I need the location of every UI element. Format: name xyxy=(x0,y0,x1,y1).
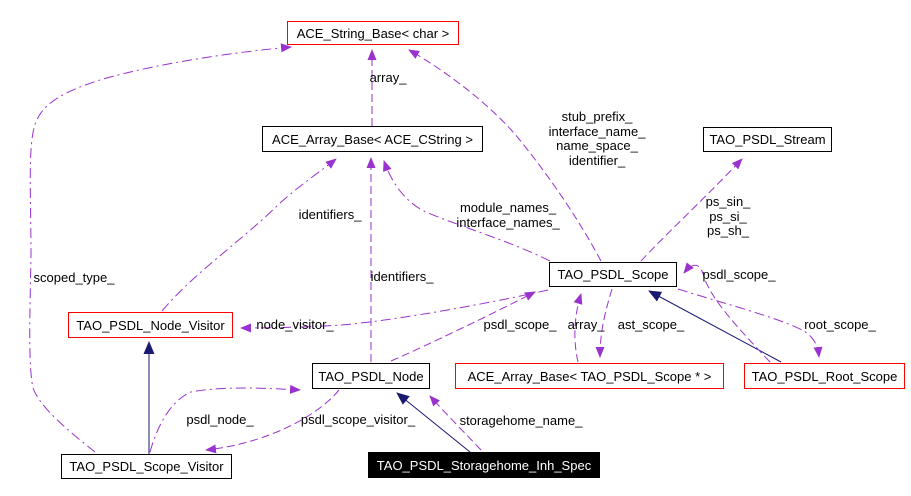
edge-label-psdl-scope-bottom: psdl_scope_ xyxy=(483,317,557,332)
edge-storagehome-name xyxy=(429,395,482,451)
edge-scoped-type xyxy=(29,43,292,453)
class-box-tao-psdl-scope-visitor[interactable]: TAO_PSDL_Scope_Visitor xyxy=(61,454,232,479)
edge-label-identifiers-center: identifiers_ xyxy=(370,269,434,284)
edge-ps-streams xyxy=(640,158,743,262)
edge-root-scope xyxy=(677,288,823,358)
edge-label-scoped-type: scoped_type_ xyxy=(33,270,115,285)
class-box-ace-string-base[interactable]: ACE_String_Base< char > xyxy=(287,21,459,45)
edge-label-psdl-scope-visitor: psdl_scope_visitor_ xyxy=(300,412,416,427)
edge-label-root-scope: root_scope_ xyxy=(804,317,876,332)
edge-label-identifiers-left: identifiers_ xyxy=(298,207,362,222)
edge-label-node-visitor: node_visitor_ xyxy=(256,317,334,332)
edge-psdl-scope-bottom xyxy=(390,291,536,362)
edge-psdl-scope-right xyxy=(683,262,771,363)
edge-label-ast-scope: ast_scope_ xyxy=(617,317,685,332)
class-box-tao-psdl-stream[interactable]: TAO_PSDL_Stream xyxy=(703,127,832,152)
edge-identifiers-left xyxy=(161,158,337,312)
class-box-ace-array-base-cstring[interactable]: ACE_Array_Base< ACE_CString > xyxy=(262,126,483,152)
edge-label-array-scope: array_ xyxy=(567,317,605,332)
class-box-ace-array-base-scope[interactable]: ACE_Array_Base< TAO_PSDL_Scope * > xyxy=(455,363,724,389)
edge-label-module-interface-names: module_names_ interface_names_ xyxy=(456,200,560,230)
edge-psdl-node xyxy=(149,384,301,453)
edge-array-scope xyxy=(573,293,583,363)
edge-label-ps-streams: ps_sin_ ps_si_ ps_sh_ xyxy=(705,194,751,238)
edge-label-psdl-scope-right: psdl_scope_ xyxy=(702,267,776,282)
edge-scope-string-members xyxy=(408,49,602,262)
edge-label-storagehome-name: storagehome_name_ xyxy=(459,413,583,428)
edge-node-visitor xyxy=(240,289,549,333)
class-box-tao-psdl-node-visitor[interactable]: TAO_PSDL_Node_Visitor xyxy=(68,312,233,338)
class-box-tao-psdl-root-scope[interactable]: TAO_PSDL_Root_Scope xyxy=(744,363,905,389)
edge-inherit-storagehome-to-node xyxy=(396,392,471,453)
edge-ast-scope xyxy=(595,288,613,358)
edge-label-array: array_ xyxy=(369,70,407,85)
class-box-tao-psdl-scope[interactable]: TAO_PSDL_Scope xyxy=(549,262,677,287)
class-box-tao-psdl-storagehome-inh-spec: TAO_PSDL_Storagehome_Inh_Spec xyxy=(368,452,600,478)
edge-label-psdl-node: psdl_node_ xyxy=(186,412,254,427)
edge-label-scope-string-members: stub_prefix_ interface_name_ name_space_… xyxy=(548,109,646,168)
edge-psdl-scope-visitor xyxy=(205,389,340,454)
class-box-tao-psdl-node[interactable]: TAO_PSDL_Node xyxy=(312,363,430,389)
